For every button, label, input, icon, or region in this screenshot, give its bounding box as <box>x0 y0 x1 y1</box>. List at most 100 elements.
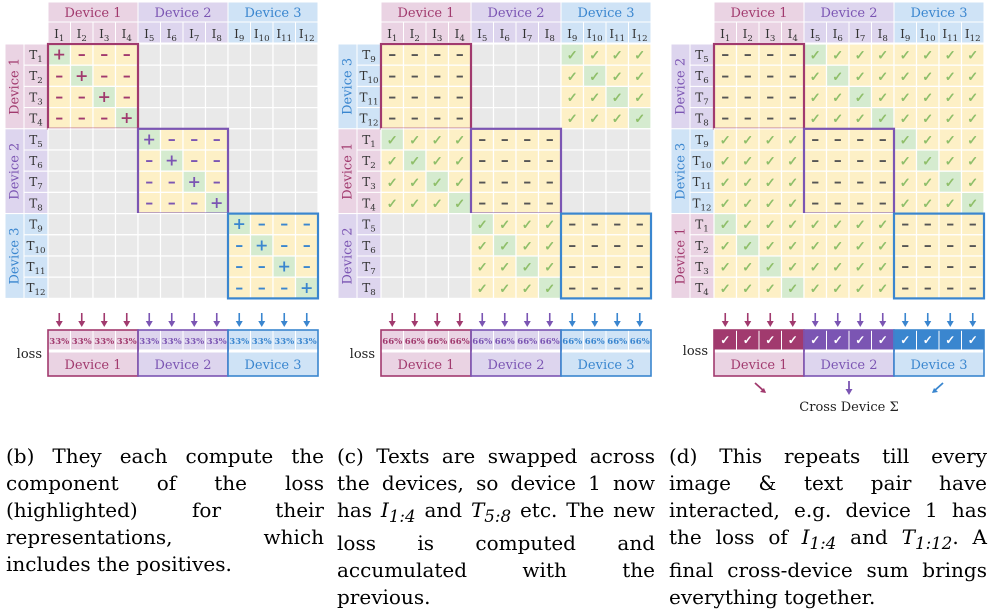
matrix-cell <box>627 128 652 151</box>
caption-d: (d) This repeats till every image & text… <box>669 444 987 609</box>
matrix-cell <box>204 255 229 278</box>
loss-label: loss <box>17 347 42 362</box>
cell-mark: – <box>789 66 797 85</box>
cell-mark: – <box>258 278 266 297</box>
cell-mark: ✓ <box>922 49 933 64</box>
image-label-9: I9 <box>900 27 910 44</box>
caption-c: (c) Texts are swapped across the devices… <box>337 444 655 609</box>
cell-mark: – <box>901 214 909 233</box>
matrix-cell <box>380 255 405 278</box>
cell-mark: ✓ <box>634 112 645 127</box>
matrix-cell <box>137 64 162 87</box>
cell-mark: ✓ <box>945 70 956 85</box>
cell-mark: – <box>766 66 774 85</box>
cell-mark: ✓ <box>432 197 443 212</box>
cell-mark: ✓ <box>720 261 731 276</box>
cell-mark: ✓ <box>810 91 821 106</box>
cell-mark: ✓ <box>409 176 420 191</box>
loss-value: 33% <box>252 337 272 347</box>
loss-device-label: Device 3 <box>245 358 302 373</box>
matrix-cell <box>114 234 139 257</box>
matrix-cell <box>69 170 94 193</box>
cell-mark: – <box>766 87 774 106</box>
matrix-cell <box>47 191 72 215</box>
cell-mark: ✓ <box>877 218 888 233</box>
loss-value: ✓ <box>855 333 865 347</box>
cell-mark: ✓ <box>589 112 600 127</box>
cell-mark: – <box>924 257 932 276</box>
cell-mark: – <box>213 129 221 148</box>
down-arrow-icon <box>456 321 464 327</box>
matrix-cell <box>137 276 162 300</box>
cell-mark: – <box>613 257 621 276</box>
image-label-1: I1 <box>54 27 64 44</box>
text-label-5: T5 <box>695 48 709 65</box>
text-label-12: T12 <box>360 112 379 129</box>
cell-mark: ✓ <box>454 155 465 170</box>
down-arrow-icon <box>901 321 909 327</box>
cell-mark: – <box>946 278 954 297</box>
cell-mark: ✓ <box>612 49 623 64</box>
cell-mark: ✓ <box>945 176 956 191</box>
cell-mark: ✓ <box>877 70 888 85</box>
matrix-cell <box>227 64 252 87</box>
matrix-cell <box>159 234 184 257</box>
loss-label: loss <box>683 344 708 359</box>
matrix-cell <box>182 64 207 87</box>
cell-mark: – <box>613 278 621 297</box>
active-block-outline <box>559 212 653 300</box>
matrix-cell <box>425 234 450 257</box>
matrix-cell <box>227 85 252 109</box>
loss-value: 33% <box>94 337 114 347</box>
cell-mark: – <box>924 214 932 233</box>
matrix-cell <box>47 170 72 193</box>
cell-mark: – <box>388 87 396 106</box>
down-arrow-icon <box>811 321 819 327</box>
down-arrow-icon <box>168 321 176 327</box>
matrix-cell <box>182 106 207 130</box>
cell-mark: ✓ <box>477 218 488 233</box>
matrix-cell <box>492 85 517 109</box>
loss-value: 33% <box>184 337 204 347</box>
cell-mark: ✓ <box>765 261 776 276</box>
cell-mark: ✓ <box>900 155 911 170</box>
loss-value: ✓ <box>923 333 933 347</box>
down-arrow-icon <box>501 321 509 327</box>
down-arrow-icon <box>789 321 797 327</box>
down-arrow-icon <box>856 321 864 327</box>
matrix-cell <box>582 149 607 172</box>
image-label-5: I5 <box>144 27 154 44</box>
cell-mark: ✓ <box>945 49 956 64</box>
cell-mark: ✓ <box>832 282 843 297</box>
loss-value: ✓ <box>833 333 843 347</box>
loss-value: 66% <box>472 337 492 347</box>
cell-mark: ✓ <box>855 112 866 127</box>
matrix-cell <box>627 191 652 215</box>
down-arrow-icon <box>280 321 288 327</box>
cell-mark: – <box>478 172 486 191</box>
text-label-4: T4 <box>29 112 43 129</box>
loss-device-label: Device 3 <box>911 358 968 373</box>
cell-mark: + <box>165 151 178 170</box>
matrix-cell <box>92 213 117 236</box>
matrix-cell <box>294 191 319 215</box>
matrix-cell <box>114 149 139 172</box>
loss-value: 33% <box>72 337 92 347</box>
image-label-5: I5 <box>810 27 820 44</box>
image-label-8: I8 <box>212 27 222 44</box>
loss-value: 66% <box>382 337 402 347</box>
cell-mark: ✓ <box>922 197 933 212</box>
image-label-3: I3 <box>99 27 109 44</box>
cell-mark: ✓ <box>967 49 978 64</box>
cell-mark: – <box>145 151 153 170</box>
cell-mark: – <box>969 257 977 276</box>
cell-mark: – <box>834 129 842 148</box>
cell-mark: – <box>924 235 932 254</box>
matrix-cell <box>47 276 72 300</box>
image-label-11: I11 <box>609 27 625 44</box>
cell-mark: – <box>388 45 396 64</box>
cell-mark: – <box>546 151 554 170</box>
matrix-cell <box>272 64 297 87</box>
cell-mark: – <box>190 151 198 170</box>
